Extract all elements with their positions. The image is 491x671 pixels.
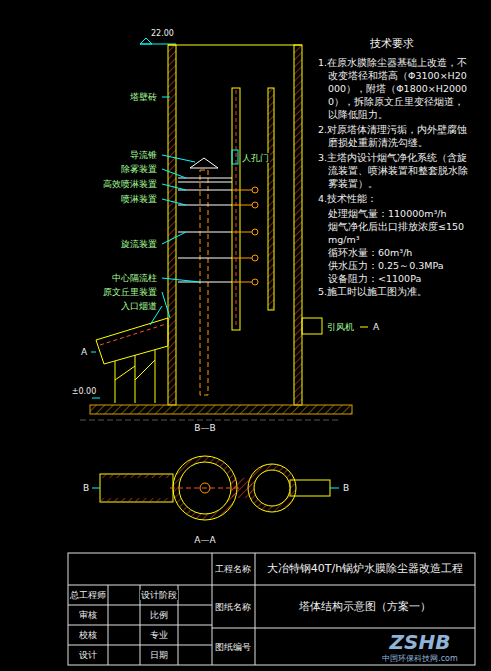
section-title: A—A bbox=[193, 535, 216, 546]
part-label: 旋流装置 bbox=[120, 239, 158, 250]
notes-heading: 技术要求 bbox=[369, 37, 415, 50]
note-text: 3.主塔内设计烟气净化系统（含旋流装置、喷淋装置和整套脱水除雾装置）。 bbox=[318, 151, 472, 190]
notes-column: 1.在原水膜除尘器基础上改造，不改变塔径和塔高（Φ3100×H20000），附塔… bbox=[318, 56, 472, 300]
part-label: 除雾装置 bbox=[120, 164, 158, 175]
watermark: ZSHB bbox=[389, 630, 452, 654]
part-label: 原文丘里装置 bbox=[102, 287, 158, 298]
note-text: 2.对原塔体清理污垢，内外壁腐蚀磨损处重新清洗勾缝。 bbox=[318, 123, 472, 149]
table-cell: 设计 bbox=[78, 650, 98, 660]
watermark: 中国环保科技网.com bbox=[381, 654, 459, 664]
table-cell: 总工程师 bbox=[69, 590, 107, 600]
part-label: 人孔门 bbox=[241, 153, 270, 163]
table-cell: 大冶特钢40T/h锅炉水膜除尘器改造工程 bbox=[266, 562, 464, 575]
table-cell: 塔体结构示意图（方案一） bbox=[298, 600, 432, 613]
table-cell: 图纸名称 bbox=[214, 602, 252, 613]
note-text: 4.技术性能： bbox=[318, 192, 472, 205]
note-text: 供水压力：0.25～0.3MPa bbox=[318, 259, 472, 272]
table-cell: 工程名称 bbox=[214, 564, 252, 575]
note-text: 1.在原水膜除尘器基础上改造，不改变塔径和塔高（Φ3100×H20000），附塔… bbox=[318, 56, 472, 121]
table-cell: 图纸编号 bbox=[214, 642, 252, 653]
part-label: 引风机 bbox=[326, 322, 355, 332]
part-label: 高效喷淋装置 bbox=[102, 179, 158, 190]
elevation: ±0.00 bbox=[71, 387, 98, 397]
table-cell: 比例 bbox=[149, 610, 169, 620]
section-title: B—B bbox=[193, 423, 216, 434]
note-text: 循环水量：60m³/h bbox=[318, 246, 472, 259]
part-label: 入口烟道 bbox=[120, 301, 158, 312]
part-label: 喷淋装置 bbox=[120, 194, 158, 205]
section-mark: B bbox=[342, 483, 350, 494]
table-cell: 专业 bbox=[149, 630, 169, 640]
table-cell: 校核 bbox=[78, 630, 98, 640]
table-cell: 设计阶段 bbox=[140, 590, 178, 600]
section-mark: A bbox=[80, 347, 88, 358]
table-cell: 日期 bbox=[149, 650, 169, 660]
part-label: 中心隔流柱 bbox=[111, 273, 158, 284]
note-text: 设备阻力：<1100Pa bbox=[318, 272, 472, 285]
part-label: 导流锥 bbox=[129, 150, 158, 161]
section-mark: B bbox=[82, 483, 90, 494]
note-text: 处理烟气量：110000m³/h bbox=[318, 207, 472, 220]
note-text: 烟气净化后出口排放浓度≤150mg/m³ bbox=[318, 220, 472, 246]
note-text: 5.施工时以施工图为准。 bbox=[318, 285, 472, 298]
part-label: 塔壁砖 bbox=[129, 92, 158, 103]
table-cell: 审核 bbox=[78, 610, 98, 620]
section-mark: A bbox=[372, 322, 380, 333]
elevation: 22.00 bbox=[150, 29, 175, 39]
